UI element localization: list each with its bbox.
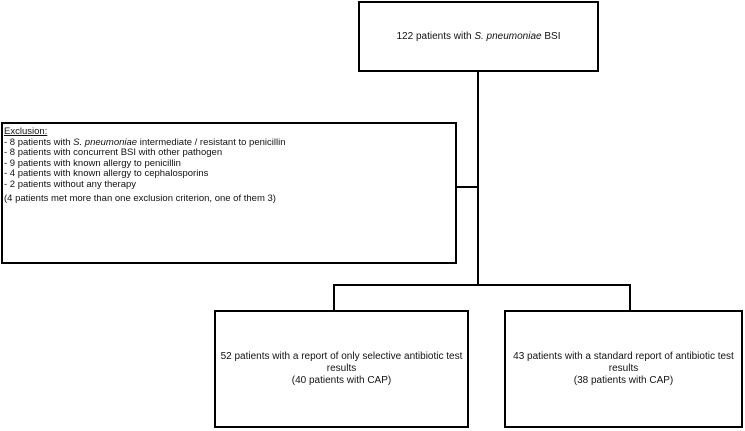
selective-report-box: 52 patients with a report of only select… xyxy=(214,310,469,428)
exclusion-note: (4 patients met more than one exclusion … xyxy=(4,192,276,204)
exclusion-item: - 8 patients with concurrent BSI with ot… xyxy=(4,147,223,159)
selective-report-line2: results xyxy=(326,363,357,374)
standard-report-box: 43 patients with a standard report of an… xyxy=(504,310,743,428)
standard-report-cap: (38 patients with CAP) xyxy=(573,375,674,386)
exclusion-item: - 8 patients with S. pneumoniae intermed… xyxy=(4,136,286,148)
exclusion-item: - 4 patients with known allergy to cepha… xyxy=(4,168,209,180)
selective-report-cap: (40 patients with CAP) xyxy=(291,375,392,386)
total-patients-suffix: BSI xyxy=(541,30,561,42)
selective-report-line1: 52 patients with a report of only select… xyxy=(220,351,463,362)
exclusion-item: - 9 patients with known allergy to penic… xyxy=(4,157,181,169)
standard-report-text: 43 patients with a standard report of an… xyxy=(513,351,734,387)
selective-report-text: 52 patients with a report of only select… xyxy=(221,351,463,387)
standard-report-line1: 43 patients with a standard report of an… xyxy=(513,351,734,362)
exclusion-box: Exclusion: - 8 patients with S. pneumoni… xyxy=(1,122,457,264)
standard-report-line2: results xyxy=(608,363,639,374)
total-patients-box: 122 patients with S. pneumoniae BSI xyxy=(358,1,599,72)
exclusion-title: Exclusion: xyxy=(4,126,48,137)
total-patients-count: 122 patients with xyxy=(396,30,475,42)
organism-name: S. pneumoniae xyxy=(474,30,542,42)
exclusion-item: - 2 patients without any therapy xyxy=(4,178,137,190)
total-patients-text: 122 patients with S. pneumoniae BSI xyxy=(396,31,560,43)
